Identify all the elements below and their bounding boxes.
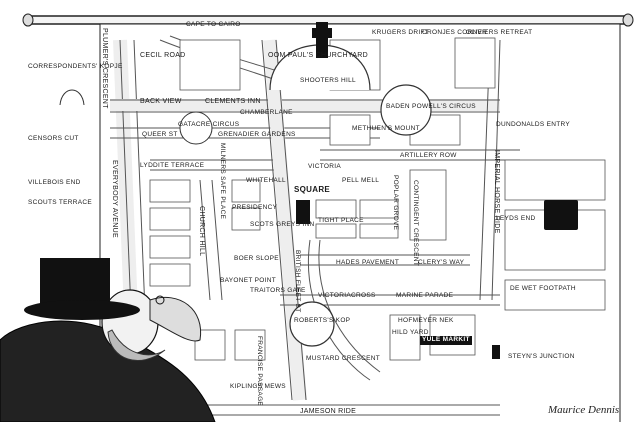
label-kiplings-mews: KIPLINGS MEWS — [230, 383, 286, 390]
label-hofmeyer-nek: HOFMEYER NEK — [398, 317, 454, 324]
label-krugers-drift: KRUGERS DRIFT — [372, 29, 429, 36]
gatacre-circus-ring — [179, 111, 213, 145]
label-pell-mell: PELL MELL — [342, 177, 380, 184]
label-poplar-grove: POPLAR GROVE — [392, 175, 399, 231]
label-leyds-end: LEYDS END — [496, 215, 536, 222]
label-scots-greys-inn: SCOTS GREYS INN — [250, 221, 315, 228]
leyds-end-plug-icon — [544, 200, 578, 230]
label-scouts-terrace: SCOUTS TERRACE — [28, 199, 93, 206]
label-clements-inn: CLEMENTS INN — [205, 98, 261, 105]
square-monument-icon — [296, 200, 310, 224]
label-correspondents-kopje: CORRESPONDENTS' KOPJE — [28, 63, 123, 70]
label-roberts-kop: ROBERTS'S KOP — [294, 317, 351, 324]
label-back-view: BACK VIEW — [140, 98, 182, 105]
label-gatacre-circus: GATACRE CIRCUS — [178, 121, 240, 128]
label-clerys-way: CLERY'S WAY — [418, 259, 465, 266]
top-hat-brim — [24, 300, 140, 320]
label-british-fleet-st: BRITISH FLEET ST — [294, 250, 301, 313]
baden-powells-circus-ring — [380, 84, 432, 136]
label-cronjes-corner: CRONJES CORNER — [422, 29, 488, 36]
label-de-wet-footpath: DE WET FOOTPATH — [510, 285, 576, 292]
roller-right-end — [622, 13, 634, 27]
black-features — [296, 22, 578, 359]
label-contingent-crescent: CONTINGENT CRESCENT — [412, 180, 419, 267]
label-cape-to-cairo: CAPE TO CAIRO — [186, 21, 241, 28]
label-mustard-crescent: MUSTARD CRESCENT — [306, 355, 381, 362]
figure-arm — [149, 296, 202, 342]
correspondents-kopje-mound — [59, 89, 85, 106]
roberts-kop-ring — [289, 301, 335, 347]
label-tight-place: TIGHT PLACE — [318, 217, 364, 224]
figure-head — [101, 289, 159, 355]
label-milners-safe-place: MILNERS SAFE PLACE — [219, 143, 226, 220]
top-hat-crown — [40, 258, 110, 308]
label-grenadier-gardens: GRENADIER GARDENS — [218, 131, 296, 138]
label-presidency: PRESIDENCY — [232, 204, 278, 211]
label-whitehall: WHITEHALL — [246, 177, 286, 184]
label-church-hill: CHURCH HILL — [198, 206, 205, 257]
label-boer-slope: BOER SLOPE — [234, 255, 279, 262]
label-victoria: VICTORIA — [308, 163, 341, 170]
label-chamberlane: CHAMBERLANE — [240, 109, 293, 116]
label-villebois-end: VILLEBOIS END — [28, 179, 81, 186]
label-baden-powells-circus: BADEN POWELL'S CIRCUS — [386, 103, 476, 110]
gentleman-figure — [0, 258, 216, 422]
label-queer-st: QUEER ST — [142, 131, 178, 138]
label-censors-cut: CENSORS CUT — [28, 135, 79, 142]
label-steyns-junction: STEYN'S JUNCTION — [508, 353, 575, 360]
label-hild-yard: HILD YARD — [392, 329, 429, 336]
label-methuens-mount: METHUEN'S MOUNT — [352, 125, 420, 132]
churchyard-tombstone-icon — [312, 22, 332, 58]
label-lyddite-terrace: LYDDITE TERRACE — [140, 162, 205, 169]
label-oliviers-retreat: OLIVIERS RETREAT — [466, 29, 533, 36]
artist-signature: Maurice Dennis — [548, 404, 620, 416]
label-marine-parade: MARINE PARADE — [396, 292, 454, 299]
label-jameson-ride: JAMESON RIDE — [300, 408, 357, 415]
steyns-junction-block-icon — [492, 345, 500, 359]
label-hades-pavement: HADES PAVEMENT — [336, 259, 400, 266]
label-francise-passage: FRANCISE PASSAGE — [256, 336, 263, 407]
label-victoriacross: VICTORIACROSS — [318, 292, 376, 299]
label-shooters-hill: SHOOTERS HILL — [300, 77, 356, 84]
roller-left-end — [22, 13, 34, 27]
label-bayonet-point: BAYONET POINT — [220, 277, 277, 284]
figure-beard — [107, 329, 166, 361]
label-everybody-avenue: EVERYBODY AVENUE — [111, 160, 118, 238]
label-dundonalds-entry: DUNDONALDS ENTRY — [496, 121, 571, 128]
label-yule-markit: YULE MARKIT — [420, 336, 472, 345]
label-artillery-row: ARTILLERY ROW — [400, 152, 457, 159]
label-square: SQUARE — [294, 185, 331, 194]
label-traitors-gate: TRAITORS GATE — [250, 287, 306, 294]
label-cecil-road: CECIL ROAD — [140, 52, 186, 59]
monocle — [155, 295, 165, 305]
label-oom-pauls-churchyard: OOM PAUL'S CHURCHYARD — [268, 52, 368, 59]
